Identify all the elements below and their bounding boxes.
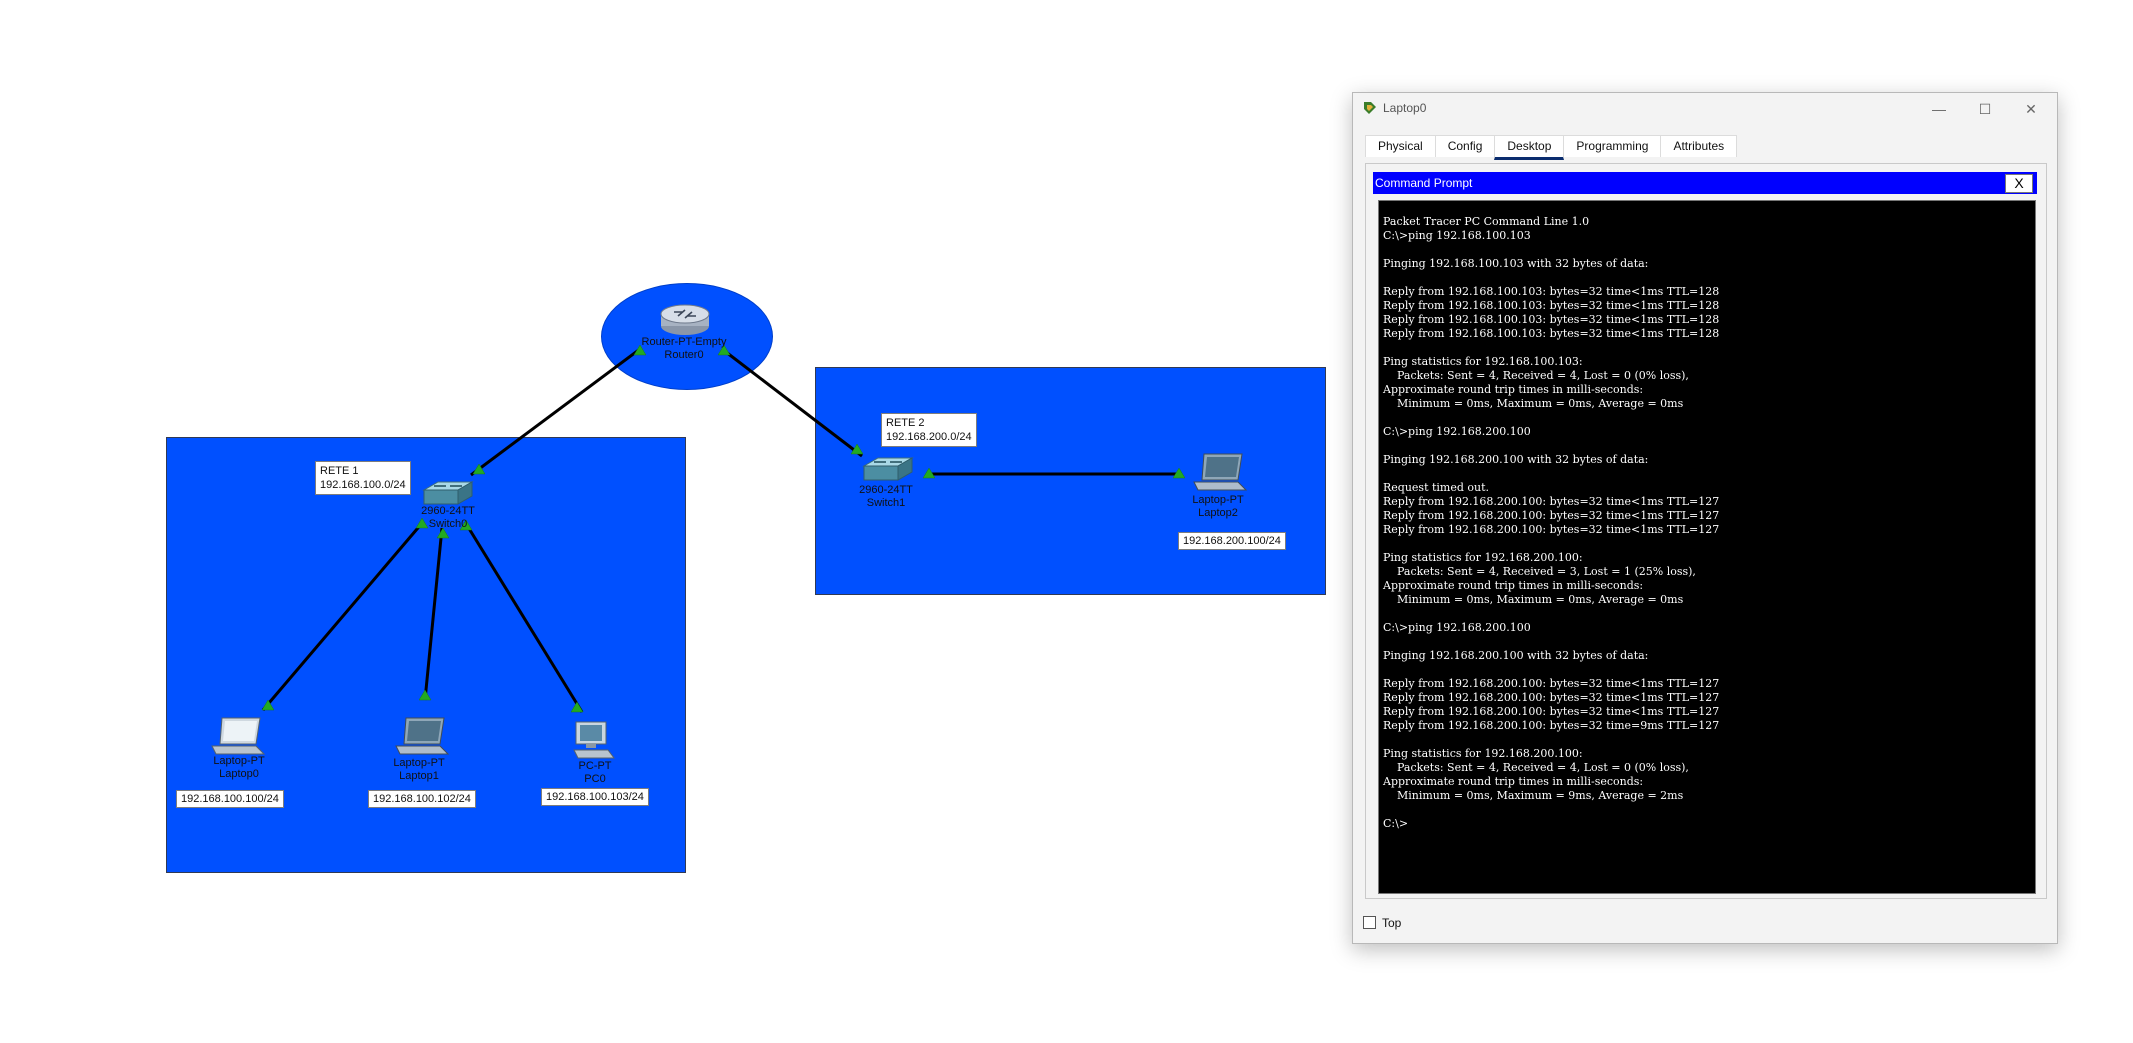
link-router-switch1[interactable] (721, 347, 863, 458)
rete1-subnet: 192.168.100.0/24 (320, 479, 406, 491)
pc0-ip-label: 192.168.100.103/24 (541, 788, 649, 806)
link-status-router-a (633, 344, 647, 356)
window-title: Laptop0 (1383, 101, 1427, 115)
switch0-name-label: Switch0 (428, 518, 468, 530)
link-switch0-laptop0[interactable] (261, 521, 425, 711)
link-status-switch0-up (472, 463, 486, 475)
switch1-model-label: 2960-24TT (859, 484, 913, 496)
window-titlebar[interactable]: Laptop0 — ☐ ✕ (1353, 93, 2057, 125)
link-status-switch0-c (459, 519, 473, 531)
rete1-info: RETE 1 192.168.100.0/24 (315, 461, 411, 495)
packet-tracer-icon (1364, 102, 1376, 114)
laptop2-name-label: Laptop2 (1198, 507, 1238, 519)
link-status-switch0-a (415, 517, 429, 529)
link-status-pc0 (570, 701, 584, 713)
command-prompt-title: Command Prompt (1375, 176, 1473, 190)
link-router-switch0[interactable] (470, 347, 641, 477)
pc0-model-label: PC-PT (578, 760, 612, 772)
laptop1-icon[interactable] (392, 716, 452, 758)
router-cloud[interactable] (601, 283, 773, 390)
top-checkbox-row[interactable]: Top (1363, 916, 1401, 930)
command-prompt-close-button[interactable]: X (2005, 174, 2033, 193)
minimize-button[interactable]: — (1932, 101, 1946, 117)
tab-physical[interactable]: Physical (1365, 135, 1436, 157)
link-status-switch1-up (850, 443, 864, 455)
laptop0-model-label: Laptop-PT (213, 755, 265, 767)
switch1-icon[interactable] (860, 456, 914, 486)
maximize-button[interactable]: ☐ (1978, 101, 1992, 117)
laptop0-name-label: Laptop0 (219, 768, 259, 780)
rete2-subnet: 192.168.200.0/24 (886, 431, 972, 443)
rete2-title: RETE 2 (886, 417, 925, 429)
switch0-icon[interactable] (420, 480, 474, 510)
laptop2-ip-label: 192.168.200.100/24 (1178, 532, 1286, 550)
command-prompt-titlebar: Command Prompt X (1373, 172, 2037, 194)
link-status-switch1-right (922, 467, 936, 479)
desktop-panel: Command Prompt X Packet Tracer PC Comman… (1365, 163, 2047, 899)
link-status-laptop1 (418, 689, 432, 701)
router-icon[interactable] (652, 300, 718, 338)
terminal-output: Packet Tracer PC Command Line 1.0 C:\>pi… (1383, 215, 1720, 830)
tab-desktop[interactable]: Desktop (1494, 135, 1565, 160)
rete1-title: RETE 1 (320, 465, 359, 477)
router-model-label: Router-PT-Empty (641, 336, 727, 348)
rete2-info: RETE 2 192.168.200.0/24 (881, 413, 977, 447)
switch1-name-label: Switch1 (866, 497, 906, 509)
switch0-model-label: 2960-24TT (421, 505, 475, 517)
laptop1-ip-label: 192.168.100.102/24 (368, 790, 476, 808)
laptop1-model-label: Laptop-PT (393, 757, 445, 769)
pc0-name-label: PC0 (584, 773, 606, 785)
link-status-router-b (717, 344, 731, 356)
link-switch0-pc0[interactable] (463, 521, 584, 713)
laptop2-icon[interactable] (1190, 452, 1250, 494)
command-prompt-terminal[interactable]: Packet Tracer PC Command Line 1.0 C:\>pi… (1378, 200, 2036, 894)
laptop2-model-label: Laptop-PT (1192, 494, 1244, 506)
tab-config[interactable]: Config (1434, 135, 1496, 157)
link-switch0-laptop1[interactable] (423, 527, 444, 701)
link-status-laptop2 (1172, 467, 1186, 479)
laptop0-ip-label: 192.168.100.100/24 (176, 790, 284, 808)
network-area-rete2[interactable] (815, 367, 1326, 595)
laptop0-icon[interactable] (208, 716, 268, 758)
laptop1-name-label: Laptop1 (399, 770, 439, 782)
pc0-icon[interactable] (572, 720, 618, 762)
tab-attributes[interactable]: Attributes (1660, 135, 1738, 157)
top-checkbox-label: Top (1382, 916, 1402, 930)
link-status-switch0-b (436, 527, 450, 539)
top-checkbox[interactable] (1363, 916, 1376, 929)
link-status-laptop0 (261, 699, 275, 711)
router-name-label: Router0 (664, 349, 704, 361)
tab-programming[interactable]: Programming (1563, 135, 1662, 157)
close-button[interactable]: ✕ (2025, 101, 2037, 117)
